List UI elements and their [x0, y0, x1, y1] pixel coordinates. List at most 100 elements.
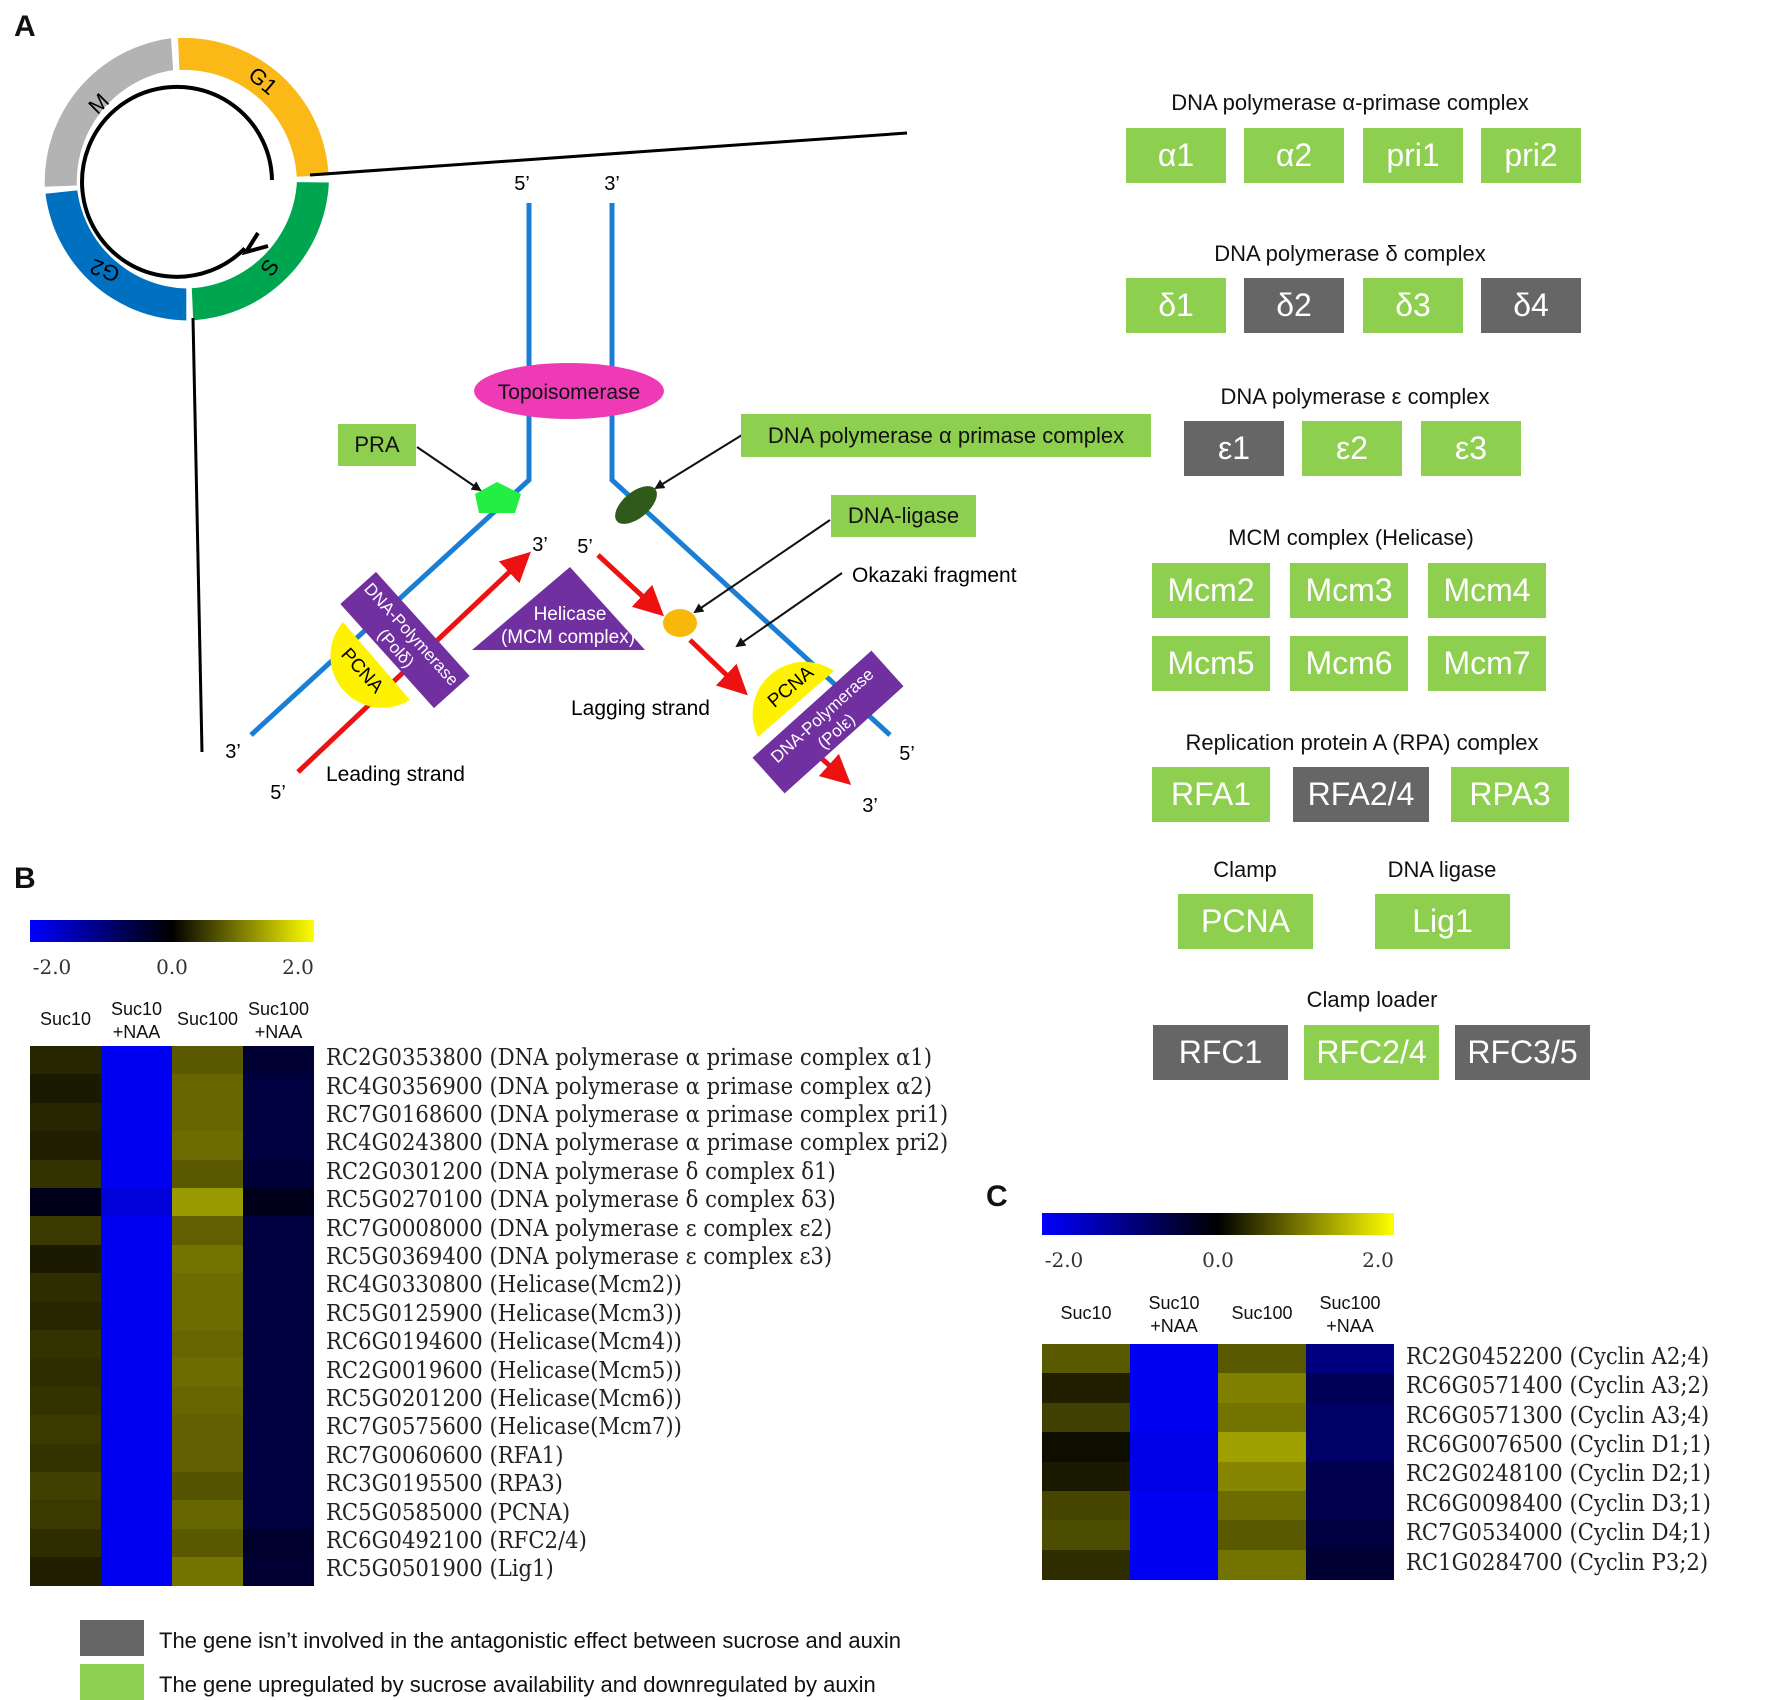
m-phase-segment — [44, 38, 174, 187]
heatmap_b-heatmap-cell — [243, 1500, 314, 1530]
legend-green-text: The gene upregulated by sucrose availabi… — [159, 1672, 876, 1697]
legend-gray-text: The gene isn’t involved in the antagonis… — [159, 1628, 901, 1653]
heatmap_c-heatmap-cell — [1218, 1520, 1306, 1551]
gene-description: (RFC2/4) — [489, 1528, 587, 1554]
gene-description: (Helicase(Mcm5)) — [489, 1357, 682, 1384]
leading-strand-label: Leading strand — [326, 763, 465, 786]
heatmap_b-heatmap-cell — [243, 1443, 314, 1473]
rfa1-box: RFA1 — [1152, 767, 1270, 822]
heatmap_c-heatmap-cell — [1306, 1520, 1394, 1551]
heatmap_c-heatmap-cell — [1306, 1461, 1394, 1492]
gene-description: (Helicase(Mcm3)) — [489, 1300, 682, 1327]
heatmap_b-heatmap-cell — [30, 1386, 101, 1416]
bottom-left-5prime: 5’ — [270, 782, 286, 804]
heatmap_c-color-scale — [1042, 1213, 1394, 1235]
pcna-right-shape — [752, 661, 834, 737]
heatmap_c-heatmap-cell — [1218, 1549, 1306, 1580]
heatmap_b-heatmap-cell — [30, 1528, 101, 1558]
heatmap_c-gene-label: RC7G0534000 (Cyclin D4;1) — [1406, 1520, 1711, 1546]
heatmap_b-color-scale — [30, 920, 314, 942]
heatmap_b-heatmap-cell — [243, 1131, 314, 1161]
mcm2-box: Mcm2 — [1152, 563, 1270, 618]
heatmap_b-heatmap-cell — [30, 1273, 101, 1303]
heatmap_c-column-header-line1: Suc10 — [1060, 1303, 1112, 1323]
gene-description: (DNA polymerase α primase complex α1) — [489, 1045, 933, 1072]
heatmap_b-heatmap-cell — [243, 1046, 314, 1075]
epsilon2-box: ε2 — [1302, 421, 1402, 476]
heatmap_c-gene-label: RC2G0452200 (Cyclin A2;4) — [1406, 1344, 1709, 1370]
cell-cycle-ring: M G1 S G2 — [44, 37, 329, 321]
heatmap_b-heatmap-cell — [243, 1273, 314, 1303]
heatmap_b-heatmap-cell — [172, 1074, 243, 1104]
heatmap_b-gene-label: RC5G0201200 (Helicase(Mcm6)) — [326, 1386, 682, 1412]
heatmap_b-heatmap-cell — [243, 1216, 314, 1246]
panel-c-label: C — [986, 1180, 1008, 1213]
lagging-fragment-arrow-2 — [688, 638, 748, 696]
heatmap_b-heatmap-cell — [243, 1472, 314, 1501]
gene-id: RC7G0008000 — [326, 1215, 483, 1242]
heatmap_c-gene-label: RC6G0076500 (Cyclin D1;1) — [1406, 1432, 1711, 1458]
ligase-pointer — [693, 519, 831, 614]
heatmap_b-heatmap-cell — [30, 1102, 101, 1132]
heatmap_b-column-header: Suc100 — [177, 1008, 238, 1031]
heatmap_b-column-header: Suc10 — [40, 1008, 91, 1031]
heatmap_c-heatmap-cell — [1042, 1402, 1130, 1433]
heatmap_b-heatmap-cell — [30, 1443, 101, 1473]
heatmap_b-heatmap-cell — [101, 1131, 172, 1161]
legend-green-swatch — [80, 1664, 144, 1700]
heatmap_b-heatmap-cell — [243, 1159, 314, 1189]
epsilon1-box: ε1 — [1184, 421, 1284, 476]
gene-id: RC2G0353800 — [326, 1045, 483, 1072]
heatmap_b-gene-label: RC5G0501900 (Lig1) — [326, 1556, 554, 1582]
delta1-box: δ1 — [1126, 278, 1226, 333]
gene-id: RC6G0492100 — [326, 1528, 483, 1554]
gene-id: RC5G0501900 — [326, 1556, 483, 1583]
gene-description: (DNA polymerase δ complex δ1) — [489, 1158, 836, 1185]
heatmap_b-heatmap-cell — [172, 1443, 243, 1473]
delta2-box: δ2 — [1244, 278, 1344, 333]
heatmap_c-column-header: Suc10 — [1060, 1302, 1111, 1325]
heatmap_c-heatmap-cell — [1042, 1432, 1130, 1463]
gene-id: RC2G0301200 — [326, 1158, 483, 1185]
heatmap_c-heatmap-cell — [1306, 1373, 1394, 1404]
gene-description: (DNA polymerase α primase complex pri2) — [489, 1130, 949, 1157]
heatmap_c-heatmap-cell — [1042, 1344, 1130, 1374]
gene-description: (DNA polymerase α primase complex pri1) — [489, 1102, 949, 1128]
heatmap_b-gene-label: RC2G0019600 (Helicase(Mcm5)) — [326, 1358, 682, 1384]
heatmap_b-gene-label: RC7G0168600 (DNA polymerase α primase co… — [326, 1102, 948, 1128]
heatmap_b-gene-label: RC4G0243800 (DNA polymerase α primase co… — [326, 1130, 948, 1156]
heatmap_b-heatmap-cell — [101, 1330, 172, 1359]
lig1-box: Lig1 — [1375, 894, 1510, 949]
rpa3-box: RPA3 — [1451, 767, 1569, 822]
heatmap_b-heatmap-cell — [172, 1557, 243, 1587]
helicase-triangle — [472, 567, 645, 650]
gene-id: RC2G0019600 — [326, 1357, 483, 1384]
okazaki-pointer — [735, 572, 843, 648]
heatmap_c-heatmap-cell — [1130, 1520, 1218, 1551]
gene-id: RC7G0575600 — [326, 1414, 483, 1441]
heatmap_b-heatmap-cell — [172, 1244, 243, 1274]
heatmap_b-scale-min: -2.0 — [32, 955, 72, 979]
heatmap_b-heatmap-cell — [101, 1386, 172, 1416]
heatmap_b-column-header: Suc100+NAA — [248, 998, 309, 1044]
heatmap_c-column-header-line2: +NAA — [1326, 1316, 1374, 1336]
bottom-right-5prime: 5’ — [899, 743, 915, 765]
heatmap_b-heatmap-cell — [101, 1500, 172, 1530]
heatmap_c-heatmap-cell — [1218, 1373, 1306, 1404]
clamp-title: Clamp — [1213, 857, 1277, 882]
heatmap_b-heatmap-cell — [172, 1472, 243, 1501]
heatmap_b-gene-label: RC4G0356900 (DNA polymerase α primase co… — [326, 1074, 932, 1100]
heatmap_b-gene-label: RC5G0125900 (Helicase(Mcm3)) — [326, 1301, 682, 1327]
heatmap_b-heatmap-cell — [172, 1216, 243, 1246]
leading-3prime: 3’ — [532, 534, 548, 556]
heatmap_b-heatmap-cell — [30, 1358, 101, 1388]
heatmap_b-heatmap-cell — [172, 1301, 243, 1331]
g2-phase-segment — [45, 190, 187, 321]
pol-alpha-primase-box: DNA polymerase α primase complex — [741, 414, 1151, 457]
heatmap_c-heatmap-cell — [1042, 1461, 1130, 1492]
heatmap_b-gene-label: RC2G0301200 (DNA polymerase δ complex δ1… — [326, 1159, 836, 1185]
pri1-box: pri1 — [1363, 128, 1463, 183]
heatmap_b-heatmap-cell — [101, 1102, 172, 1132]
gene-id: RC6G0098400 — [1406, 1490, 1563, 1517]
heatmap_b-heatmap-cell — [172, 1131, 243, 1161]
